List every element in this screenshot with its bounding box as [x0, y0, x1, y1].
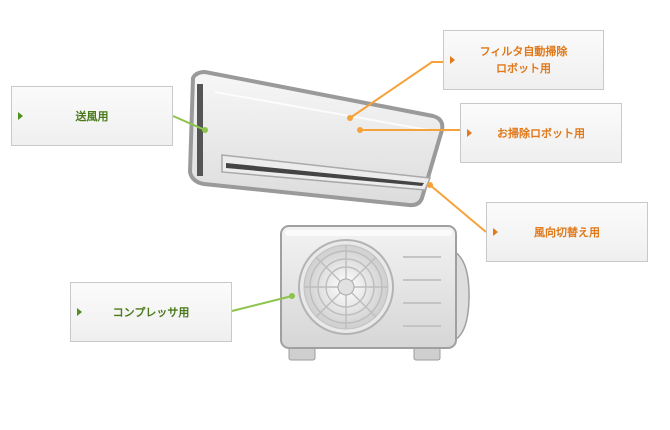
callout-fan: 送風用 [11, 86, 173, 146]
callout-marker-icon [450, 56, 455, 64]
callout-louver: 風向切替え用 [486, 202, 648, 262]
callout-compressor: コンプレッサ用 [70, 282, 232, 342]
leader-lines [172, 61, 487, 312]
callout-compressor-label: コンプレッサ用 [112, 305, 190, 319]
leader-compressor [231, 295, 293, 312]
leader-filter-robot [349, 61, 444, 119]
callout-marker-icon [77, 308, 82, 316]
leader-louver [429, 184, 487, 233]
callout-fan-label: 送風用 [75, 109, 109, 123]
leader-fan [172, 115, 206, 131]
callout-cleaning-robot-label: お掃除ロボット用 [497, 126, 585, 140]
callout-filter-robot-label: フィルタ自動掃除 ロボット用 [479, 45, 568, 75]
callout-marker-icon [493, 228, 498, 236]
callout-marker-icon [467, 129, 472, 137]
leader-dots [202, 115, 433, 299]
indoor-unit-icon [187, 69, 445, 208]
outdoor-unit-icon [280, 225, 470, 361]
callout-cleaning-robot: お掃除ロボット用 [460, 103, 622, 163]
callout-filter-robot: フィルタ自動掃除 ロボット用 [443, 30, 604, 90]
callout-marker-icon [18, 112, 23, 120]
callout-louver-label: 風向切替え用 [534, 225, 600, 239]
